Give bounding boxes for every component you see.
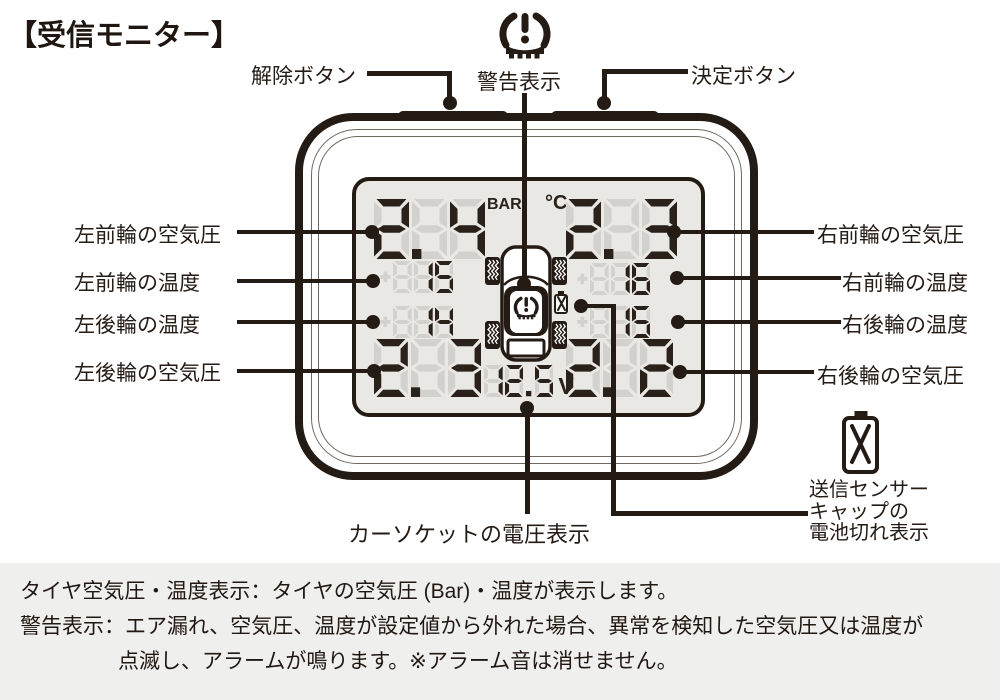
leader-dot: [667, 225, 681, 239]
leader-line: [611, 303, 616, 516]
lf-temp-display: [380, 261, 454, 293]
leader-line: [522, 93, 527, 284]
pressure-unit-label: BAR: [487, 196, 522, 213]
leader-dot: [365, 225, 379, 239]
leader-line: [581, 303, 615, 308]
leader-dot: [671, 315, 685, 329]
leader-dot: [366, 274, 380, 288]
rf-pressure-label: 右前輪の空気圧: [817, 224, 964, 247]
voltage-unit-label: V: [558, 373, 574, 400]
leader-dot: [673, 365, 687, 379]
release-button-label: 解除ボタン: [251, 65, 356, 88]
leader-dot: [597, 96, 611, 110]
lr-pressure-label: 左後輪の空気圧: [74, 362, 221, 385]
leader-line: [674, 229, 814, 234]
notes-panel: タイヤ空気圧・温度表示：タイヤの空気圧 (Bar)・温度が表示します。 警告表示…: [0, 563, 1000, 700]
voltage-digits: [484, 365, 554, 397]
leader-dot: [366, 315, 380, 329]
battery-low-icon-small: [554, 291, 568, 314]
rf-pressure-display: [566, 199, 677, 259]
temperature-unit-label: °C: [545, 192, 568, 214]
leader-line: [237, 229, 373, 234]
lr-pressure-display: [374, 339, 482, 397]
leader-line: [237, 319, 374, 324]
leader-line: [602, 69, 607, 103]
page-title: 【受信モニター】: [8, 20, 241, 52]
leader-line: [602, 69, 688, 74]
leader-line: [367, 71, 450, 76]
enter-button-label: 決定ボタン: [691, 65, 796, 88]
note-line-1: タイヤ空気圧・温度表示：タイヤの空気圧 (Bar)・温度が表示します。: [20, 580, 679, 603]
rr-pressure-display: [566, 339, 674, 397]
note-line-3: 点滅し、アラームが鳴ります。※アラーム音は消せません。: [118, 650, 678, 673]
leader-line: [447, 71, 452, 103]
leader-line: [525, 408, 530, 514]
rr-temp-label: 右後輪の温度: [842, 314, 968, 337]
note-line-2: 警告表示：エア漏れ、空気圧、温度が設定値から外れた場合、異常を検知した空気圧又は…: [20, 615, 924, 638]
leader-dot: [670, 271, 684, 285]
tpms-warning-icon: [497, 11, 553, 66]
car-top-view-icon: [481, 244, 571, 369]
leader-line: [678, 319, 841, 324]
warning-display-label: 警告表示: [477, 71, 561, 94]
socket-voltage-label: カーソケットの電圧表示: [348, 522, 591, 547]
lf-pressure-label: 左前輪の空気圧: [74, 224, 221, 247]
leader-line: [237, 368, 375, 373]
lr-temp-display: [380, 306, 454, 338]
battery-low-icon-large: [842, 411, 879, 474]
leader-dot: [443, 96, 457, 110]
leader-dot: [517, 277, 531, 291]
rf-temp-display: [577, 263, 651, 295]
leader-line: [677, 275, 841, 280]
leader-line: [680, 369, 814, 374]
lf-temp-label: 左前輪の温度: [74, 272, 200, 295]
leader-line: [611, 511, 808, 516]
leader-dot: [367, 364, 381, 378]
lf-pressure-display: [374, 199, 485, 259]
lr-temp-label: 左後輪の温度: [74, 314, 200, 337]
leader-line: [237, 278, 374, 283]
rr-pressure-label: 右後輪の空気圧: [817, 365, 964, 388]
rf-temp-label: 右前輪の温度: [842, 272, 968, 295]
sensor-battery-label: 送信センサー キャップの 電池切れ表示: [809, 479, 929, 544]
